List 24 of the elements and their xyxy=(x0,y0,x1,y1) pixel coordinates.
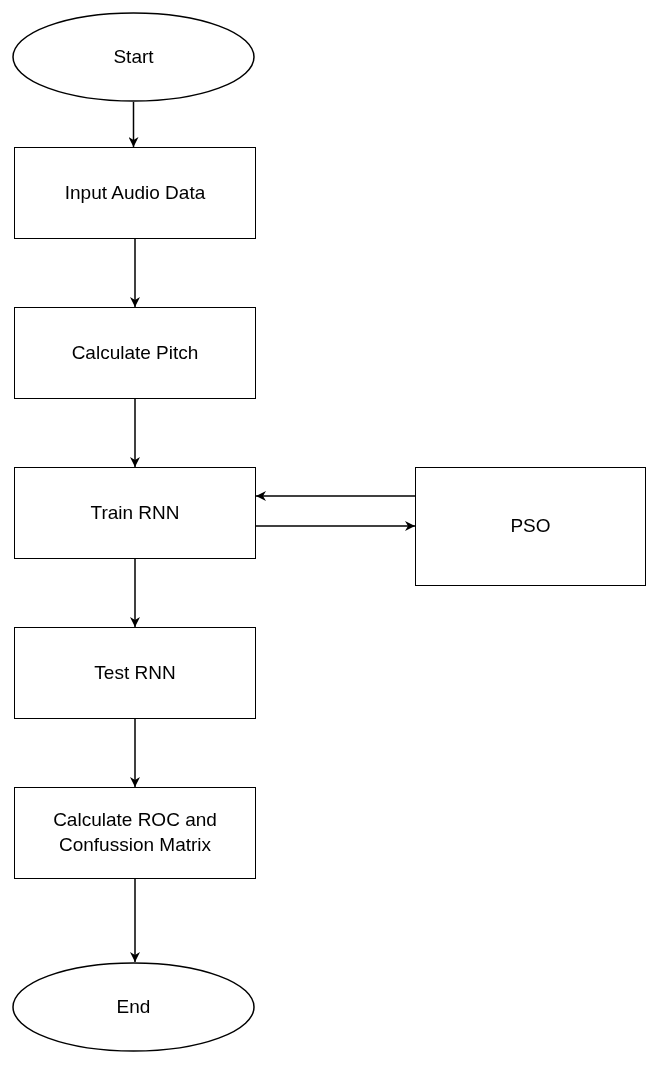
process-box xyxy=(14,147,256,239)
node-label: Test RNN xyxy=(93,660,177,685)
node-label: Calculate Pitch xyxy=(70,340,200,365)
arrow xyxy=(130,558,140,628)
arrow xyxy=(130,398,140,468)
node-label: Train RNN xyxy=(89,500,181,525)
node-label: Calculate ROC and Confussion Matrix xyxy=(52,808,218,857)
process-box xyxy=(14,467,256,559)
arrow xyxy=(130,718,140,788)
node-label: End xyxy=(115,994,152,1019)
node-label: Start xyxy=(112,44,155,69)
arrow xyxy=(130,238,140,308)
process-box xyxy=(415,467,646,586)
arrow xyxy=(128,101,139,148)
node-label: Input Audio Data xyxy=(63,180,207,205)
terminal-ellipse xyxy=(12,12,255,102)
arrow xyxy=(130,878,140,963)
arrow xyxy=(255,491,416,501)
arrow xyxy=(255,521,416,531)
node-label: PSO xyxy=(509,514,552,539)
process-box xyxy=(14,787,256,879)
process-box xyxy=(14,627,256,719)
process-box xyxy=(14,307,256,399)
terminal-ellipse xyxy=(12,962,255,1052)
